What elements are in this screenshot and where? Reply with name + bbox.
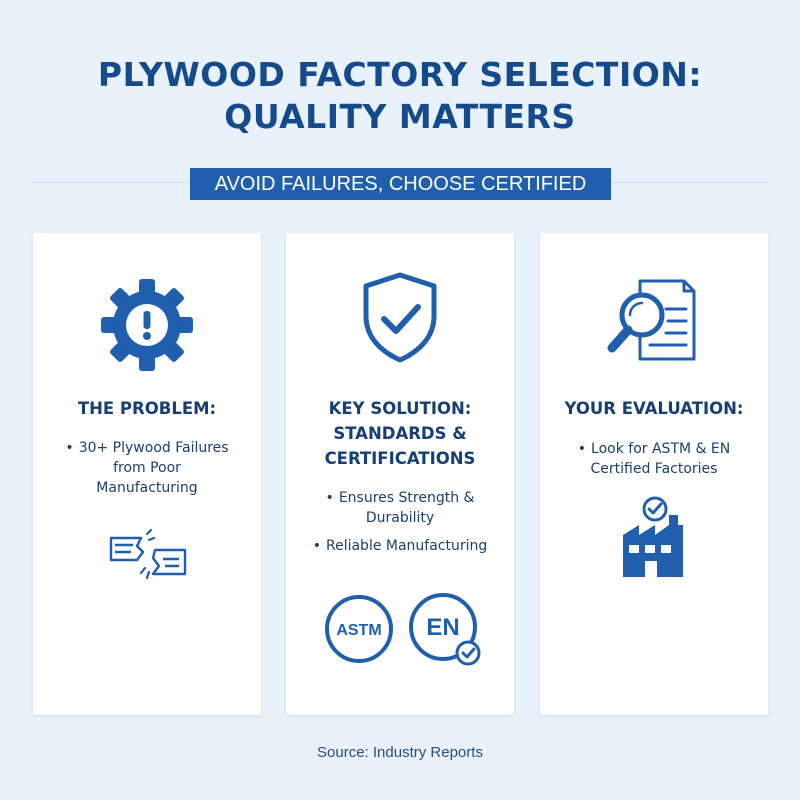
- astm-badge: ASTM: [325, 595, 393, 663]
- bullet-dot: •: [312, 538, 321, 554]
- evaluation-bullet-list: •Look for ASTM & EN Certified Factories: [540, 439, 768, 487]
- heading-line: KEY SOLUTION:: [328, 399, 472, 418]
- bullet-item: •Ensures Strength & Durability: [286, 488, 514, 528]
- bullet-dot: •: [577, 441, 587, 457]
- bullet-text: from Poor: [113, 460, 181, 476]
- heading-line: YOUR EVALUATION:: [564, 399, 744, 418]
- broken-plywood-icon: [109, 528, 187, 580]
- bullet-text: Ensures Strength &: [338, 490, 475, 506]
- evaluation-heading: YOUR EVALUATION:: [540, 396, 768, 421]
- shield-check-icon: [363, 272, 437, 363]
- heading-line: THE PROBLEM:: [77, 399, 217, 418]
- bullet-dot: •: [65, 440, 74, 456]
- bullet-item: •Reliable Manufacturing: [286, 536, 514, 556]
- page-title-line-1: PLYWOOD FACTORY SELECTION:: [97, 55, 703, 94]
- problem-card: THE PROBLEM: •30+ Plywood Failures from …: [33, 233, 261, 715]
- document-search-icon: [607, 279, 696, 361]
- bullet-text: Certified Factories: [590, 461, 718, 477]
- bullet-text: Manufacturing: [96, 480, 198, 496]
- bullet-text: 30+ Plywood Failures: [78, 440, 229, 456]
- astm-badge-label: ASTM: [336, 622, 381, 639]
- source-note: Source: Industry Reports: [317, 744, 483, 761]
- solution-heading: KEY SOLUTION: STANDARDS & CERTIFICATIONS: [286, 396, 514, 471]
- bullet-text: Look for ASTM & EN: [591, 441, 731, 457]
- heading-line: STANDARDS &: [333, 424, 467, 443]
- page-title: PLYWOOD FACTORY SELECTION: QUALITY MATTE…: [0, 54, 800, 138]
- bullet-item: •Look for ASTM & EN Certified Factories: [540, 439, 768, 479]
- bullet-text: Durability: [365, 510, 435, 526]
- evaluation-card: YOUR EVALUATION: •Look for ASTM & EN Cer…: [540, 233, 768, 715]
- problem-heading: THE PROBLEM:: [33, 396, 261, 421]
- certified-factory-icon: [623, 496, 683, 577]
- heading-line: CERTIFICATIONS: [324, 449, 476, 468]
- solution-bullet-list: •Ensures Strength & Durability •Reliable…: [286, 488, 514, 564]
- bullet-item: •30+ Plywood Failures from Poor Manufact…: [33, 438, 261, 498]
- bullet-text: Reliable Manufacturing: [325, 538, 488, 554]
- solution-card: KEY SOLUTION: STANDARDS & CERTIFICATIONS…: [286, 233, 514, 715]
- bullet-dot: •: [325, 490, 334, 506]
- problem-bullet-list: •30+ Plywood Failures from Poor Manufact…: [33, 438, 261, 506]
- page-title-line-2: QUALITY MATTERS: [224, 97, 576, 136]
- subtitle-banner: AVOID FAILURES, CHOOSE CERTIFIED: [190, 168, 611, 200]
- warning-gear-icon: [101, 279, 193, 371]
- en-badge: EN: [409, 593, 481, 666]
- en-badge-label: EN: [426, 614, 459, 641]
